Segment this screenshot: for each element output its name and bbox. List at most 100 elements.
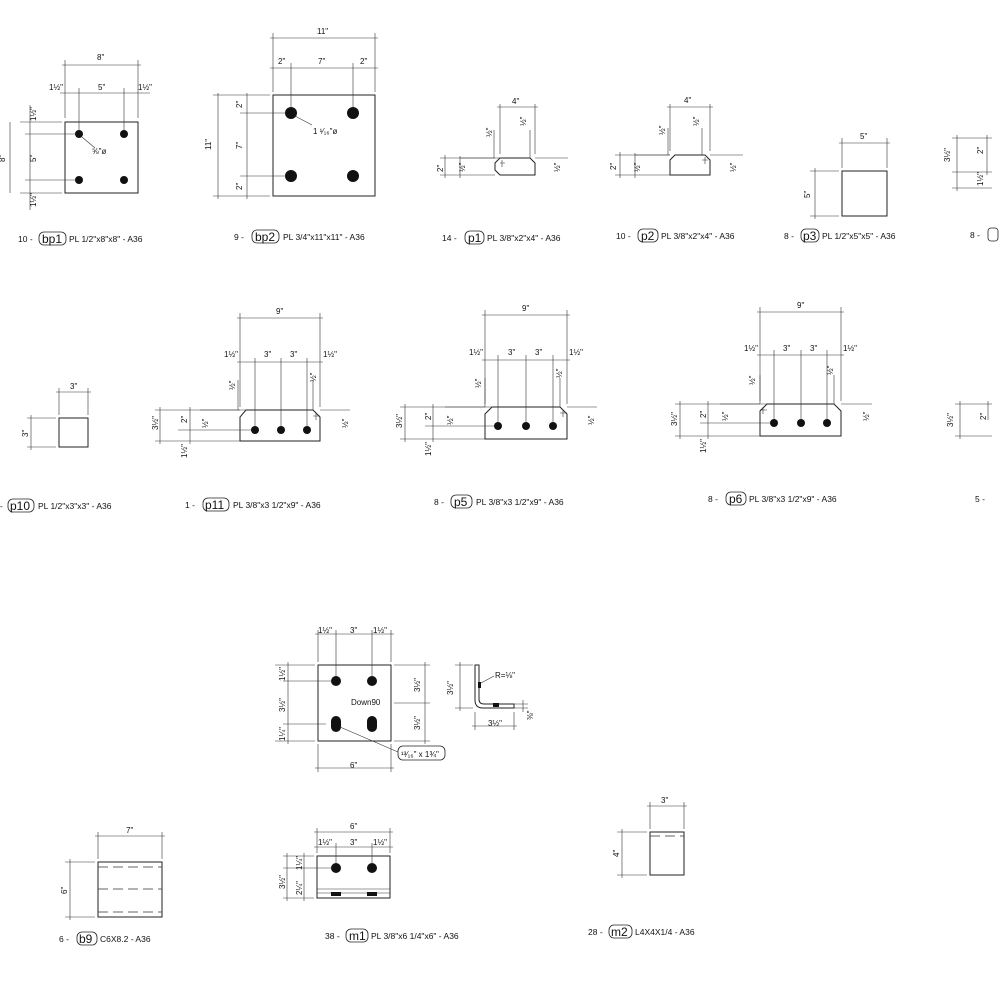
bolt-hole (120, 176, 128, 184)
piece-p5[interactable]: 9" 1½" 3" 3" 1½" ½" ½" 3½" 2" 1½" ½" ½" … (395, 304, 597, 509)
plate-outline (494, 157, 536, 176)
slotted-hole (367, 716, 377, 732)
piece-qty: 14 - (442, 233, 457, 243)
piece-qty: 10 - (616, 231, 631, 241)
dim-e3: 1½" (373, 838, 387, 847)
bolt-hole (549, 422, 557, 430)
dim-left-mid: 5" (29, 155, 38, 162)
piece-m1-section[interactable]: R=⅛" 3½" 3½" ⅜" (446, 662, 535, 730)
mark-bubble (76, 931, 98, 946)
dim-left-overall: 3½" (395, 414, 404, 428)
piece-m2[interactable]: 3" 4" 28 - m2 L4X4X1/4 - A36 (588, 796, 695, 939)
dim-elev-top: 6" (350, 822, 357, 831)
bolt-hole (347, 170, 359, 182)
dim-t2: 3" (508, 348, 515, 357)
mark-bubble (38, 231, 67, 246)
dim-left-a: 2" (180, 416, 189, 423)
piece-mark: bp2 (255, 230, 275, 244)
piece-m1-plan[interactable]: 1½" 3" 1½" 6" 1½" 3½" 1¼" 3½" 3½" Down90… (275, 626, 446, 772)
mark-bubble (251, 229, 280, 244)
dim-h1: ½" (474, 378, 483, 388)
dim-bottom: 6" (350, 761, 357, 770)
piece-p1[interactable]: 4" ½" ½" ½" ½" 2" 14 - p1 PL 3/8"x2"x4" … (436, 97, 568, 245)
dim-side-1: ½" (201, 418, 210, 428)
piece-desc: PL 1/2"x3"x3" - A36 (38, 501, 112, 511)
mark-bubble (464, 230, 485, 245)
piece-desc: PL 3/8"x2"x4" - A36 (661, 231, 735, 241)
dim-top-inner: 5" (98, 83, 105, 92)
dim-overall: 11" (317, 27, 328, 36)
dim-left-b: 1½" (180, 444, 189, 458)
piece-qty: 28 - (588, 927, 603, 937)
dim-left-overall: 11" (204, 139, 213, 150)
bend-radius: R=⅛" (495, 671, 515, 680)
piece-mark: m2 (611, 925, 628, 939)
dim-a: 3½" (946, 413, 955, 427)
piece-desc: PL 1/2"x8"x8" - A36 (69, 234, 143, 244)
piece-qty: 8 - (970, 230, 980, 240)
slot-callout-bubble (397, 745, 446, 761)
dim-side-2: ½" (862, 411, 871, 421)
bolt-hole (522, 422, 530, 430)
piece-mark: p3 (803, 229, 817, 243)
piece-desc: PL 3/8"x2"x4" - A36 (487, 233, 561, 243)
dim-t3: 3" (810, 344, 817, 353)
piece-mark: p10 (10, 499, 30, 513)
piece-desc: PL 3/8"x3 1/2"x9" - A36 (749, 494, 837, 504)
piece-m1-elevation[interactable]: 6" 1½" 3" 1½" 3½" 2¼" 1¼" 38 - m1 PL 3/8… (278, 822, 459, 943)
piece-mark: p2 (641, 229, 655, 243)
dim-top-left: 2" (278, 57, 285, 66)
plate-outline (669, 154, 711, 176)
mark-bubble (345, 928, 369, 943)
piece-p3[interactable]: 5" 5" 8 - p3 PL 1/2"x5"x5" - A36 (784, 132, 896, 243)
slot-callout: ¹³⁄₁₆" x 1¾" (401, 750, 439, 759)
bolt-hole (331, 863, 341, 873)
piece-mark: p5 (454, 495, 468, 509)
bolt-hole (331, 676, 341, 686)
piece-qty: 8 - (708, 494, 718, 504)
dim-h1: ½" (748, 375, 757, 385)
dim-left-2: 3½" (278, 698, 287, 712)
dim-t3: 3" (290, 350, 297, 359)
piece-qty: 10 - (18, 234, 33, 244)
dim-left: 6" (60, 887, 69, 894)
piece-p2[interactable]: 4" ½" ½" ½" ½" 2" 10 - p2 PL 3/8"x2"x4" … (609, 96, 743, 243)
dim-e1: 1½" (318, 838, 332, 847)
mark-bubble (202, 497, 230, 512)
piece-bp2[interactable]: 11" 2" 7" 2" 11" 2" 7" 2" 1 ¹⁄₁₆"ø 9 - b… (204, 27, 378, 244)
piece-p11[interactable]: 9" 1½" 3" 3" 1½" ½" ½" 3½" 2" 1½" ½" ½" … (151, 307, 350, 512)
dim-left-bot: 1½" (29, 193, 38, 207)
dim-left-3: 1¼" (278, 727, 287, 741)
dim-a: 3½" (943, 148, 952, 162)
piece-desc: PL 1/2"x5"x5" - A36 (822, 231, 896, 241)
plate-outline (272, 94, 376, 197)
piece-bp1[interactable]: 8" 5" 1½" 1½" 1½" 5" 1½" 8" ⅝"ø 10 - bp1… (0, 53, 152, 246)
dim-top: 3" (70, 382, 77, 391)
dim-left-overall: 3½" (151, 416, 160, 430)
piece-mark: p6 (729, 492, 743, 506)
dim-t4: 1½" (843, 344, 857, 353)
bolt-mark (478, 682, 481, 688)
piece-p6[interactable]: 9" 1½" 3" 3" 1½" ½" ½" 3½" 2" 1½" ½" ½" … (670, 301, 872, 506)
bolt-hole (75, 176, 83, 184)
dim-left-top: 2" (235, 101, 244, 108)
dim-half-a: ½" (658, 125, 667, 135)
plate-outline (841, 170, 888, 217)
hole-callout: 1 ¹⁄₁₆"ø (313, 127, 337, 136)
dim-side-2: ½" (587, 415, 596, 425)
dim-half-d: ½" (729, 162, 738, 172)
dim-top-right: 2" (360, 57, 367, 66)
plate-outline (317, 664, 392, 742)
dim-overall: 9" (276, 307, 283, 316)
piece-b9[interactable]: 7" 6" 6 - b9 C6X8.2 - A36 (59, 826, 165, 946)
piece-desc: PL 3/8"x3 1/2"x9" - A36 (476, 497, 564, 507)
piece-p10[interactable]: 3" 3" - p10 PL 1/2"x3"x3" - A36 (0, 382, 112, 513)
dim-side-1: ½" (721, 411, 730, 421)
dim-side-2: ½" (341, 418, 350, 428)
piece-desc: PL 3/4"x11"x11" - A36 (283, 232, 365, 242)
piece-qty: 8 - (434, 497, 444, 507)
dim-t2: 3" (350, 626, 357, 635)
piece-desc: PL 3/8"x6 1/4"x6" - A36 (371, 931, 459, 941)
dim-t4: 1½" (323, 350, 337, 359)
